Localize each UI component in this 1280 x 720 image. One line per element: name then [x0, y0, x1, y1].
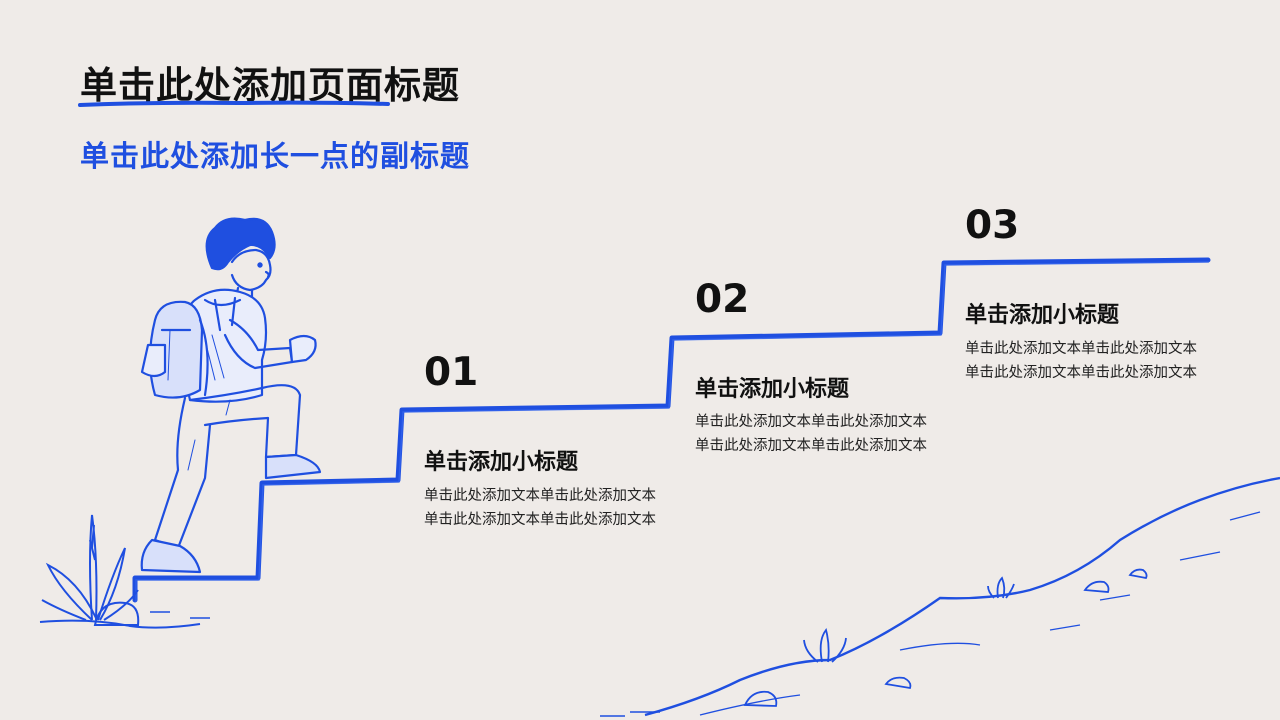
rock-icon — [93, 601, 140, 626]
step-2-text[interactable]: 单击此处添加文本单击此处添加文本单击此处添加文本单击此处添加文本 — [695, 414, 927, 454]
step-2-heading[interactable]: 单击添加小标题 — [695, 377, 850, 402]
step-3-text[interactable]: 单击此处添加文本单击此处添加文本单击此处添加文本单击此处添加文本 — [965, 341, 1197, 381]
title-underline — [78, 100, 390, 107]
step-1-text[interactable]: 单击此处添加文本单击此处添加文本单击此处添加文本单击此处添加文本 — [424, 488, 656, 528]
plant-icon — [41, 514, 139, 621]
step-1-number: 01 — [424, 350, 479, 395]
hiker-illustration — [140, 217, 322, 574]
page-title[interactable]: 单击此处添加页面标题 — [80, 64, 460, 107]
page-subtitle[interactable]: 单击此处添加长一点的副标题 — [80, 139, 471, 173]
step-3-number: 03 — [965, 203, 1020, 248]
step-1-heading[interactable]: 单击添加小标题 — [424, 450, 579, 475]
step-3-heading[interactable]: 单击添加小标题 — [965, 303, 1120, 328]
plant-icon — [803, 576, 1015, 663]
step-2-number: 02 — [695, 277, 750, 322]
rock-icon — [743, 568, 1148, 707]
stairs-line — [132, 257, 1211, 603]
hill-line — [644, 476, 1280, 717]
